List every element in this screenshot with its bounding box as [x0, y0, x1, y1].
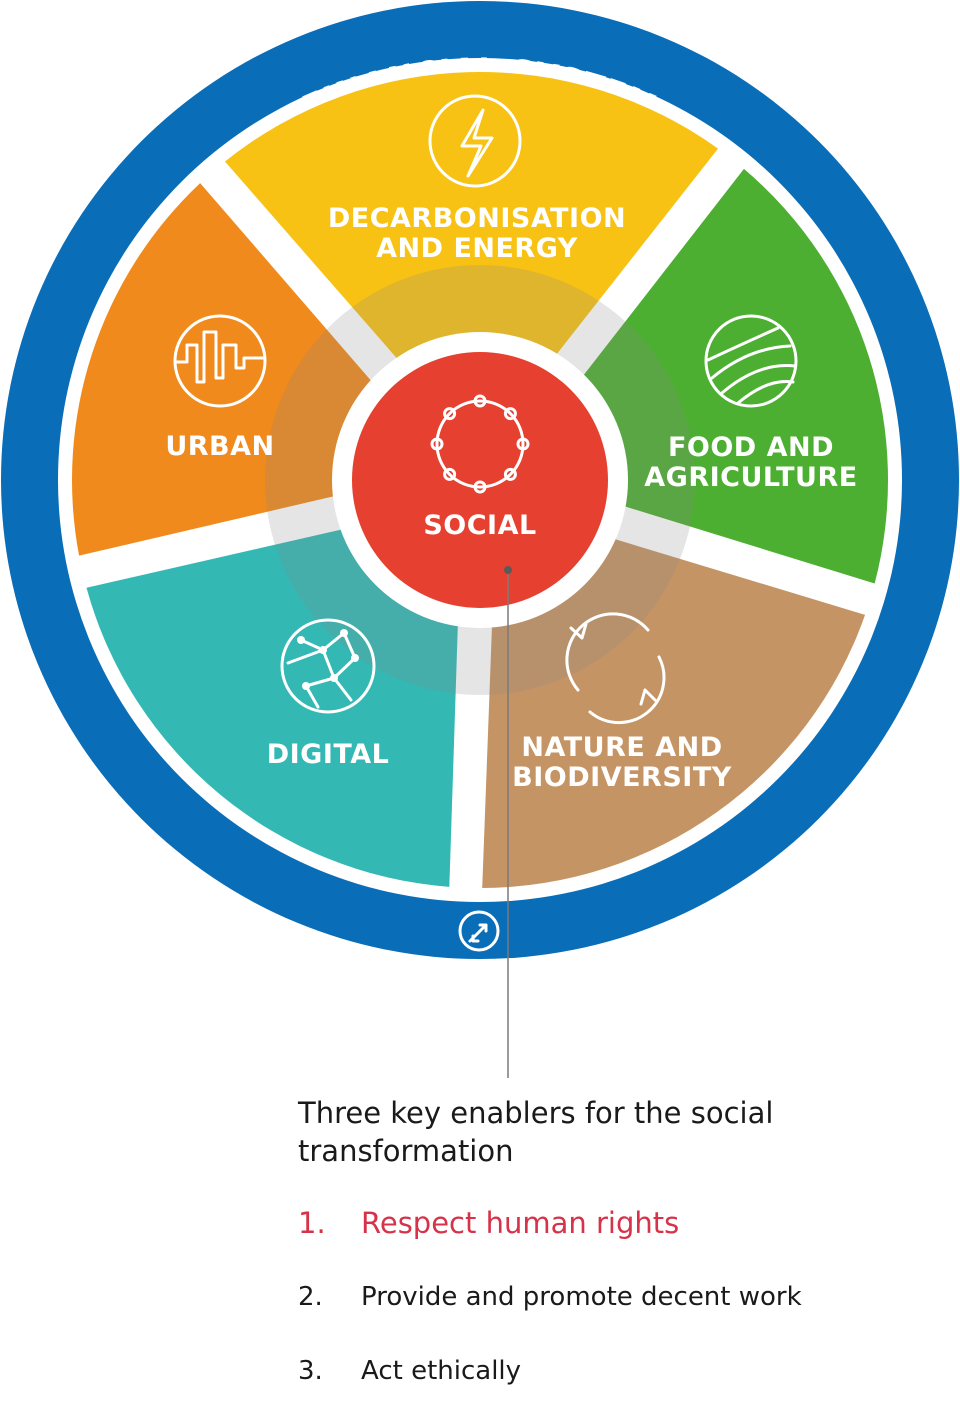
transformation-wheel: FINANCIAL SYSTEM SOCIAL DECARBONISATION … — [1, 1, 959, 1078]
segment-energy — [224, 72, 719, 360]
enabler-item-1: 1. Respect human rights — [298, 1206, 938, 1240]
lightning-bolt-icon — [428, 94, 522, 188]
urban-label: URBAN — [165, 431, 274, 462]
segment-food — [582, 168, 889, 584]
social-center — [352, 352, 608, 608]
nature-label-line-2: BIODIVERSITY — [512, 762, 732, 793]
enablers-title: Three key enablers for the social transf… — [298, 1096, 774, 1168]
food-label-line-1: FOOD AND — [668, 432, 834, 463]
segment-digital — [86, 529, 458, 887]
segment-nature — [482, 538, 866, 888]
enabler-text: Respect human rights — [361, 1206, 680, 1240]
enabler-item-2: 2. Provide and promote decent work — [298, 1280, 938, 1314]
social-label: SOCIAL — [423, 510, 536, 541]
energy-label-line-2: AND ENERGY — [376, 233, 578, 264]
digital-label: DIGITAL — [267, 739, 390, 770]
city-skyline-icon — [173, 314, 267, 408]
callout-dot — [504, 566, 512, 574]
farm-fields-icon — [704, 314, 798, 408]
exchange-arrows-icon — [458, 910, 500, 952]
people-circle-icon — [430, 394, 530, 494]
energy-label-line-1: DECARBONISATION — [328, 203, 626, 234]
enabler-item-3: 3. Act ethically — [298, 1354, 938, 1388]
enabler-number: 2. — [298, 1282, 323, 1312]
food-label-line-2: AGRICULTURE — [644, 462, 857, 493]
nature-label-line-1: NATURE AND — [521, 732, 722, 763]
enabler-text: Provide and promote decent work — [361, 1282, 802, 1312]
segments — [71, 72, 889, 888]
enabler-number: 1. — [298, 1206, 326, 1240]
enabler-text: Act ethically — [361, 1356, 522, 1386]
enablers-panel: Three key enablers for the social transf… — [298, 1094, 938, 1428]
recycle-arrows-icon — [565, 612, 666, 725]
network-globe-icon — [280, 618, 376, 714]
enabler-number: 3. — [298, 1356, 323, 1386]
